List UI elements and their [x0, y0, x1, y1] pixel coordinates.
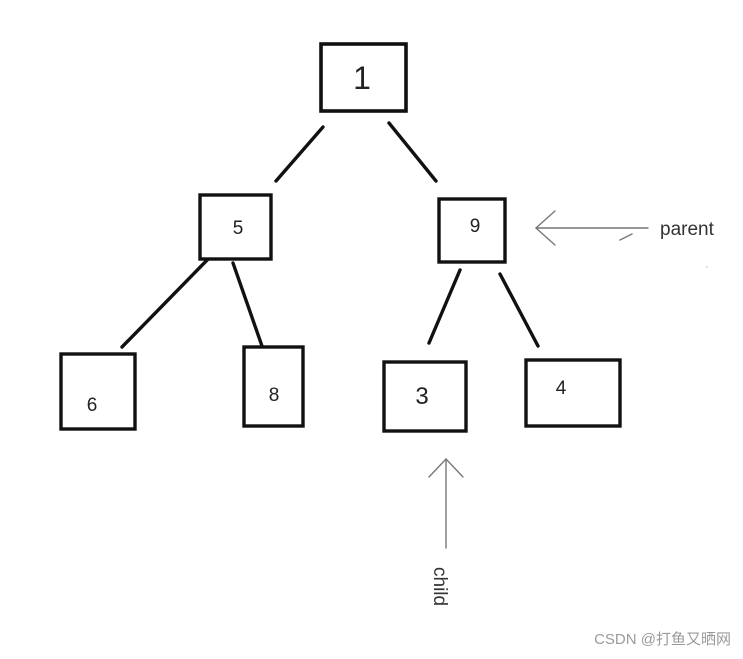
parent-pointer — [534, 210, 649, 246]
edge-9-3 — [427, 268, 462, 345]
tree-edges — [120, 121, 540, 349]
stray-dot — [706, 266, 708, 268]
node-5: 5 — [198, 193, 273, 261]
watermark: CSDN @打鱼又晒网 — [594, 631, 731, 648]
node-3: 3 — [382, 360, 468, 433]
edge-1-9 — [387, 121, 438, 183]
node-4: 4 — [524, 358, 622, 428]
edge-5-6 — [120, 253, 214, 349]
node-label-5: 5 — [233, 218, 244, 239]
node-8: 8 — [242, 345, 305, 428]
node-9: 9 — [437, 197, 507, 264]
parent-arrow-head — [534, 210, 556, 246]
node-label-6: 6 — [87, 395, 98, 416]
node-6: 6 — [59, 352, 137, 431]
node-label-8: 8 — [269, 385, 280, 406]
tree-nodes: 1 5 9 6 8 3 4 — [59, 42, 622, 433]
child-arrow-head — [428, 457, 464, 478]
edge-5-8 — [231, 261, 264, 348]
edge-9-4 — [498, 272, 540, 348]
node-label-9: 9 — [470, 216, 481, 237]
child-pointer — [428, 457, 464, 549]
node-label-1: 1 — [353, 60, 371, 96]
node-1: 1 — [319, 42, 408, 113]
node-label-4: 4 — [556, 378, 567, 399]
parent-arrow-tail-mark — [619, 233, 633, 241]
edge-1-5 — [274, 125, 325, 183]
parent-label: parent — [660, 219, 715, 240]
node-label-3: 3 — [415, 383, 428, 410]
child-label: child — [429, 567, 450, 606]
